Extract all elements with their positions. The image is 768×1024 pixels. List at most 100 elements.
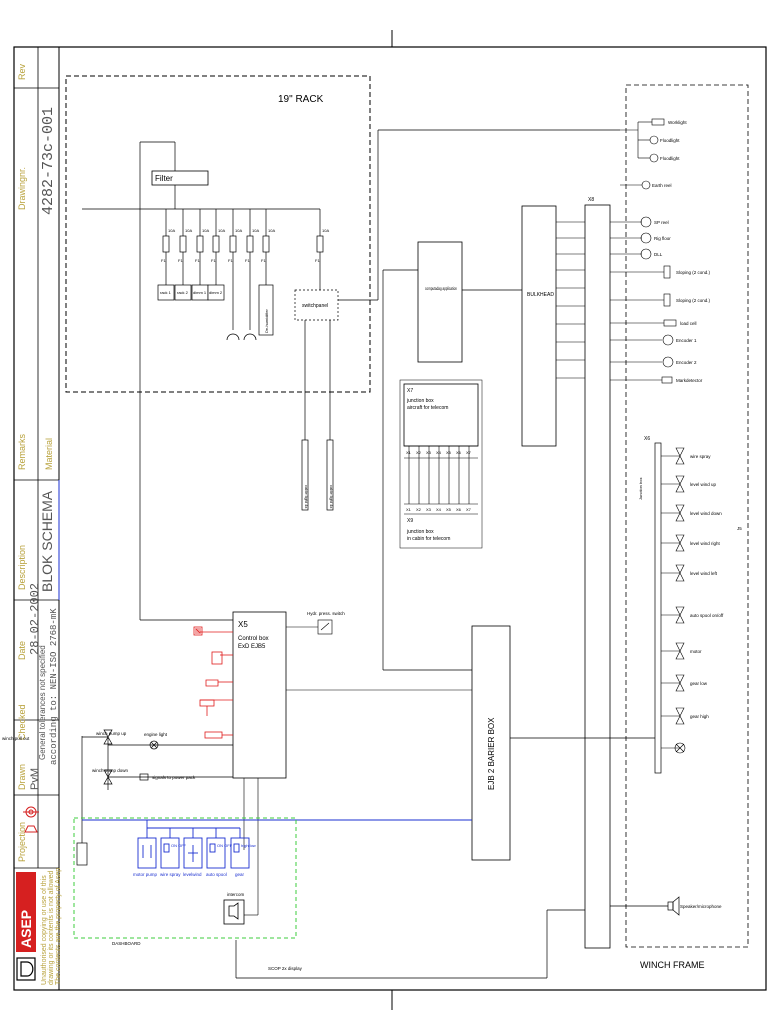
fuse-rating: 10A: [168, 228, 175, 233]
fuse-rating: 10A: [218, 228, 225, 233]
checked-label: Checked: [17, 704, 27, 740]
valve-label: level wind up: [690, 482, 717, 487]
speaker-label: Speaker/microphone: [680, 904, 722, 909]
valve-label: gear high: [690, 714, 709, 719]
switchpanel-label: switchpanel: [302, 303, 328, 309]
date-value: 28-02-2002: [28, 583, 42, 655]
junction-x7-line2: aircraft for telecom: [407, 405, 448, 411]
control-box-line1: Control box: [238, 636, 269, 642]
according-to: according to: NEN-ISO 2768-mK: [49, 608, 59, 765]
control-box-id: X5: [238, 620, 248, 629]
valve-label: level wind down: [690, 511, 722, 516]
engine-light-label: engine light: [144, 732, 168, 737]
device-label: Encoder 1: [676, 338, 697, 343]
fuse-rating: 10A: [235, 228, 242, 233]
valve-label: level wind right: [690, 541, 721, 546]
company-logo: ASEP: [18, 910, 34, 948]
red-sensor-fill: [195, 628, 201, 634]
hydr-switch-label: Hydr. press. switch: [307, 611, 345, 616]
junction-x9-line1: junction box: [406, 529, 434, 535]
x7-terminal: X7: [466, 450, 472, 455]
device-label: Floodlight: [660, 138, 680, 143]
title-block: Rev Drawingnr. 4282-73c-001 Description …: [14, 47, 62, 985]
pull-out-label: winch pull out: [2, 736, 30, 741]
device-label: Sloping (2 cond.): [676, 298, 711, 303]
drawn-by: PvM: [29, 768, 41, 790]
copyright-line-2: drawing or its contents is not allowed: [48, 871, 55, 985]
fuse-label: F1: [228, 258, 233, 263]
bulkhead-terminal-strip: [584, 204, 611, 949]
device-label: Rig floor: [654, 236, 671, 241]
intercom-icon: [223, 899, 245, 925]
x7-terminal: X1: [406, 450, 412, 455]
device-label: Sloping (2 cond.): [676, 270, 711, 275]
dashboard: DASHBOARD ON OFF ON OFF high low: [73, 817, 303, 971]
x7-terminal: X5: [446, 450, 452, 455]
winch-frame: WINCH FRAME: [625, 84, 749, 970]
fuse-row: [162, 209, 324, 330]
valve-block-connector: X6: [644, 436, 650, 442]
dashboard-switch-label: motor pump: [133, 872, 158, 877]
field-devices: Worklight Floodlight Floodlight Earth re…: [610, 118, 711, 384]
x7-terminal: X3: [426, 450, 432, 455]
bulkhead-box: [521, 205, 557, 447]
tolerance-line: General tolerances not specified: [38, 645, 47, 760]
fuse-label: F1: [178, 258, 183, 263]
winch-frame-label: WINCH FRAME: [640, 960, 705, 970]
filter-box: [151, 170, 209, 186]
logo-mark-icon: [16, 957, 36, 981]
dashboard-switch-label: levelwind: [183, 872, 202, 877]
fuse-rating: 10A: [268, 228, 275, 233]
junction-x9-id: X9: [407, 518, 413, 524]
cable-label: cable light 4x: [329, 485, 334, 508]
fuse-label: F1: [195, 258, 200, 263]
load-label: rack 2: [177, 290, 189, 295]
fuse-label: F1: [261, 258, 266, 263]
device-label: Earth reel: [652, 183, 672, 188]
junction-x9-line2: in cabin for telecom: [407, 536, 450, 542]
device-label: Markdetector: [676, 378, 703, 383]
x9-terminal: X7: [466, 507, 472, 512]
junction-x7-id: X7: [407, 388, 413, 394]
material-label: Material: [44, 438, 54, 470]
x9-terminal: X5: [446, 507, 452, 512]
fuse-rating: 10A: [252, 228, 259, 233]
switch-state: ON OFF: [171, 843, 187, 848]
computer-label: computadag application: [425, 286, 457, 291]
x9-terminal: X1: [406, 507, 412, 512]
device-label: DLL: [654, 252, 663, 257]
load-label: dimm 1: [193, 290, 207, 295]
valve-block-side-id: J5: [737, 526, 742, 531]
fuse-label: F1: [161, 258, 166, 263]
description-label: Description: [17, 545, 27, 590]
projection-symbol-icon: [23, 806, 39, 833]
valve-label: motor: [690, 649, 702, 654]
valve-block-side-label: Junction box: [638, 478, 643, 500]
x9-terminal: X6: [456, 507, 462, 512]
speaker-microphone: Speaker/microphone: [610, 896, 722, 916]
x7-terminal: X2: [416, 450, 422, 455]
control-box-line2: ExD EJB5: [238, 644, 266, 650]
junction-x7-line1: junction box: [406, 398, 434, 404]
copyright-line-3: The contents are the property of Asep: [55, 868, 62, 985]
rack-title: 19" RACK: [278, 94, 324, 105]
bulkhead-label: BULKHEAD: [527, 292, 554, 298]
dashboard-switch-label: wire spray: [160, 872, 181, 877]
control-box: X5 Control box ExD EJB5 Hydr. press. swi…: [193, 611, 472, 916]
red-sensors: [193, 626, 233, 739]
x9-terminal: X2: [416, 507, 422, 512]
junction-x7-box: [403, 383, 479, 447]
device-label: Encoder 2: [676, 360, 697, 365]
x7-terminal: X4: [436, 450, 442, 455]
copyright-line-1: Unauthorised copying or use of this: [41, 875, 48, 985]
drawn-label: Drawn: [17, 764, 27, 790]
valve-label: wire spray: [690, 454, 711, 459]
valve-block: X6 Junction box J5: [610, 436, 742, 774]
rev-label: Rev: [17, 63, 27, 80]
dashboard-switch-label: auto spool: [206, 872, 227, 877]
device-label: Worklight: [668, 120, 687, 125]
device-label: Floodlight: [660, 156, 680, 161]
winch-pump-controls: winch pump up winch pump down engine lig…: [2, 729, 233, 866]
pump-up-label: winch pump up: [96, 731, 127, 736]
